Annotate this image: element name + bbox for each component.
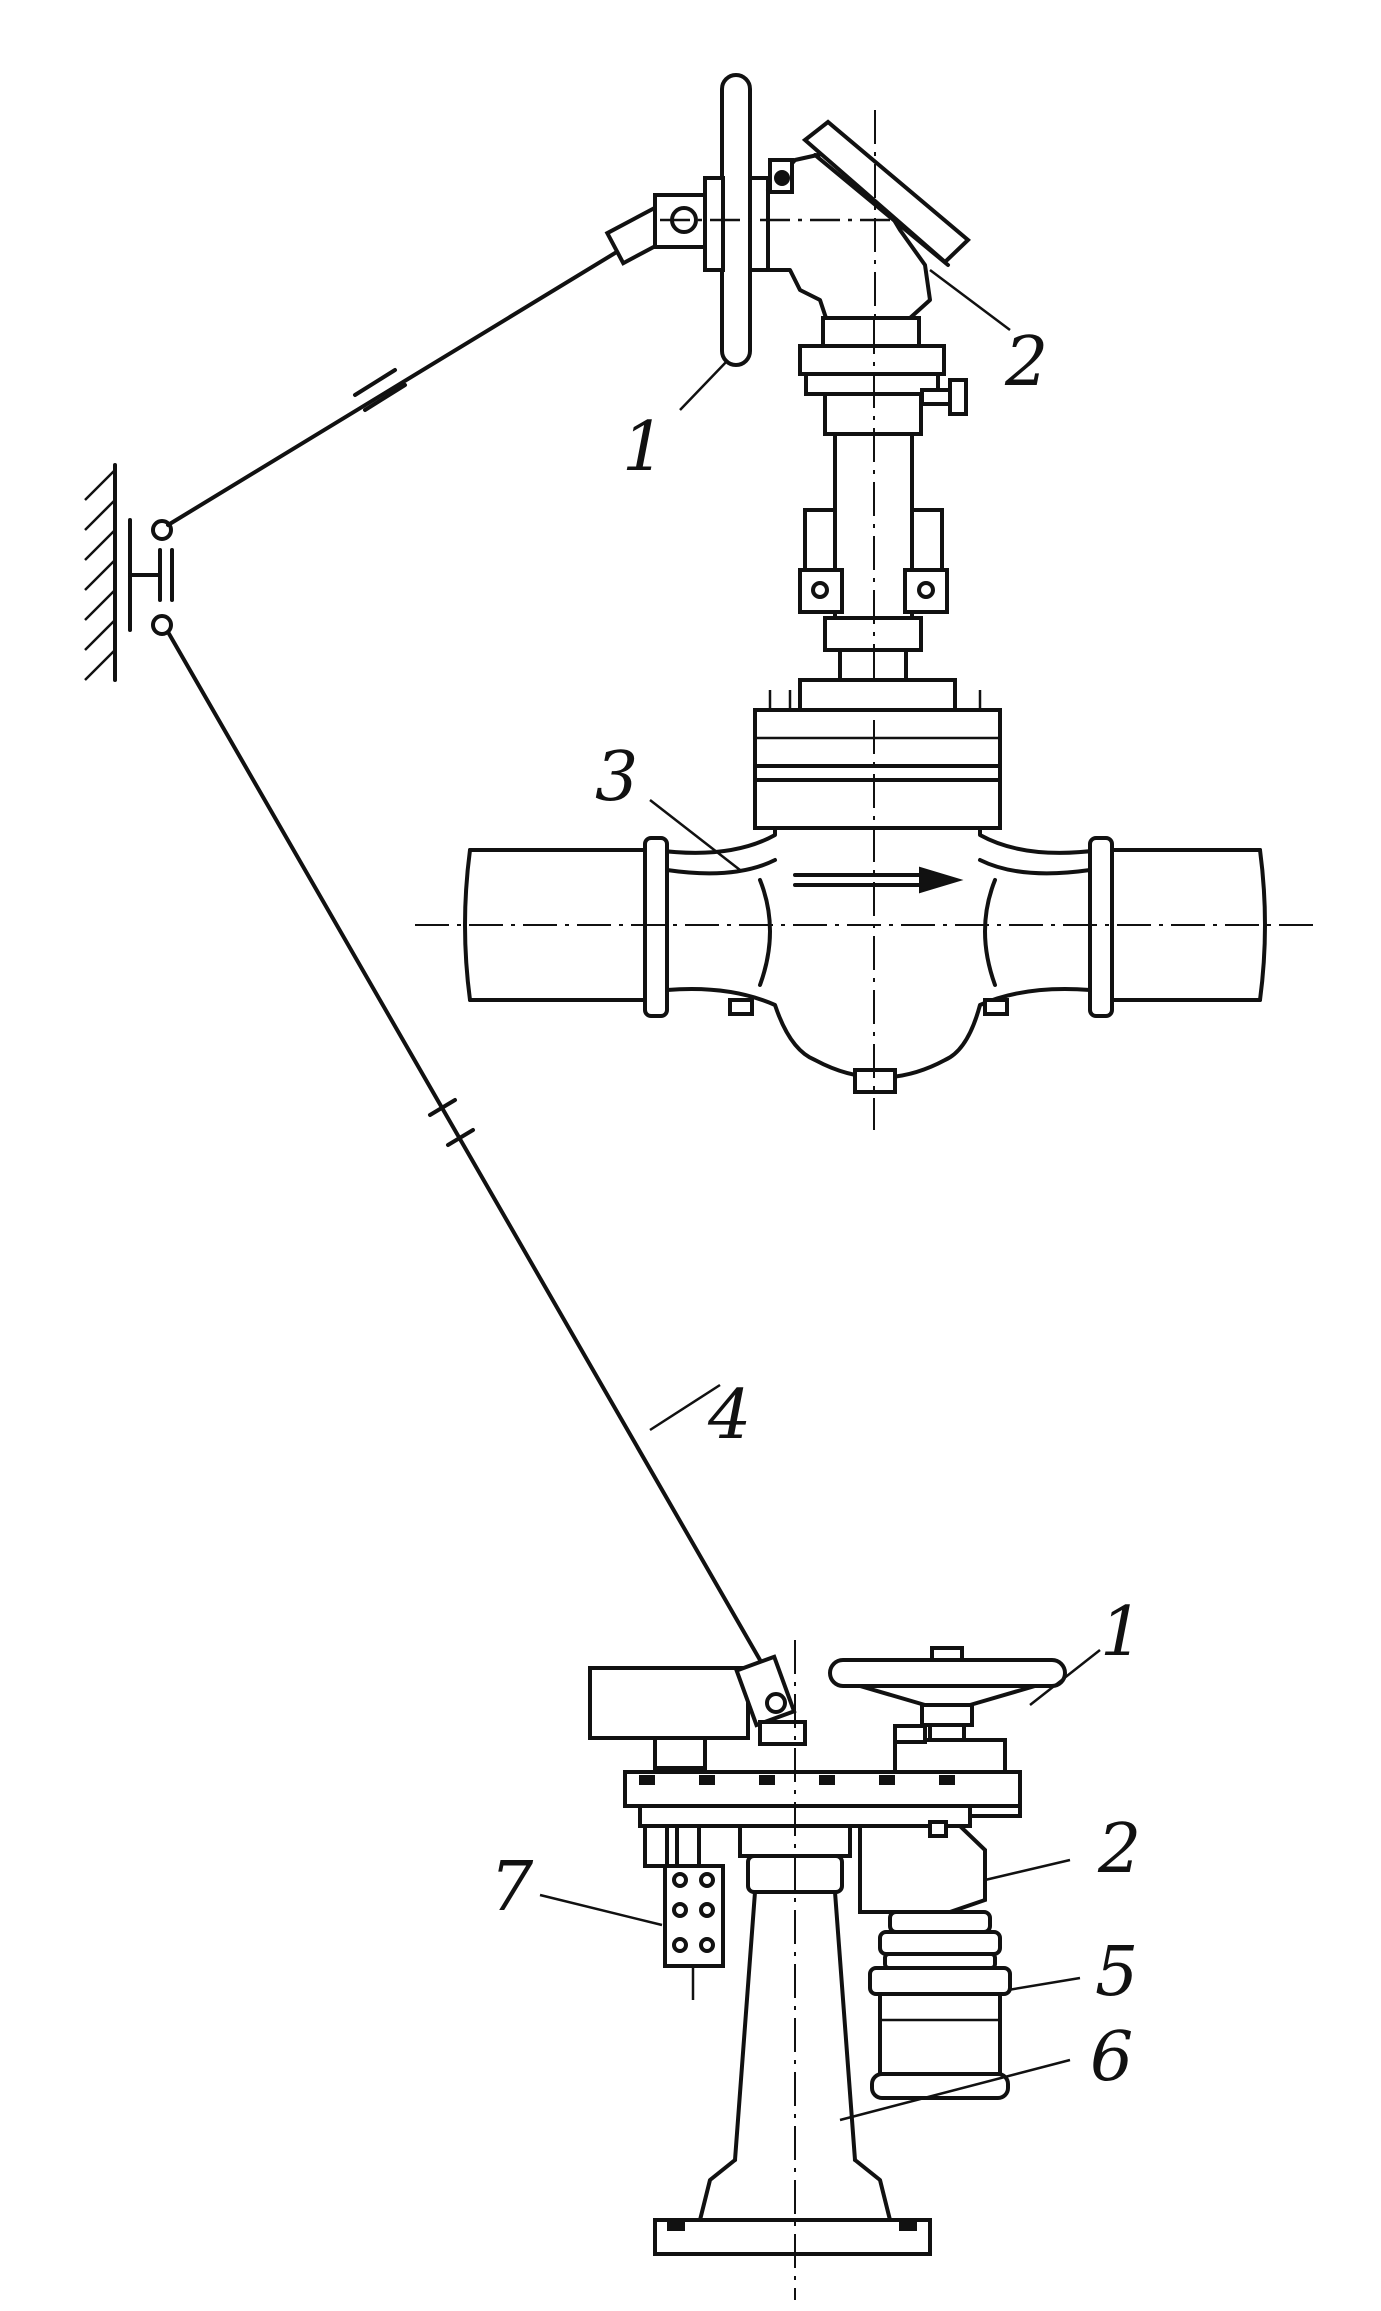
bottom-drive (588, 1640, 1067, 2300)
callout-shaft: 4 (707, 1376, 751, 1455)
callout-top-handwheel: 1 (622, 408, 665, 487)
bottom-gearbox (858, 1824, 987, 1914)
callout-top-gearbox: 2 (1004, 323, 1048, 402)
leader-lines (539, 269, 1101, 2122)
callout-motor: 5 (1095, 1933, 1138, 2012)
wall-mount (84, 463, 174, 682)
top-coupling (798, 316, 968, 720)
callout-bottom-gearbox: 2 (1097, 1810, 1141, 1889)
callout-bottom-handwheel: 1 (1100, 1593, 1143, 1672)
callout-position-indicator: 7 (490, 1848, 534, 1927)
top-drive (604, 73, 971, 720)
bottom-handwheel (828, 1646, 1067, 1727)
pedestal-column (653, 1640, 932, 2300)
bottom-universal-joint (734, 1654, 807, 1746)
gate-valve (415, 678, 1320, 1130)
shaft-linkage (166, 248, 762, 1662)
callout-column: 6 (1090, 2018, 1133, 2097)
top-handwheel (660, 73, 920, 367)
callout-valve: 3 (595, 738, 638, 817)
limit-switch-box (588, 1666, 750, 1740)
electric-motor (868, 1910, 1012, 2100)
position-indicator (643, 1824, 725, 2000)
top-gearbox (766, 110, 971, 330)
